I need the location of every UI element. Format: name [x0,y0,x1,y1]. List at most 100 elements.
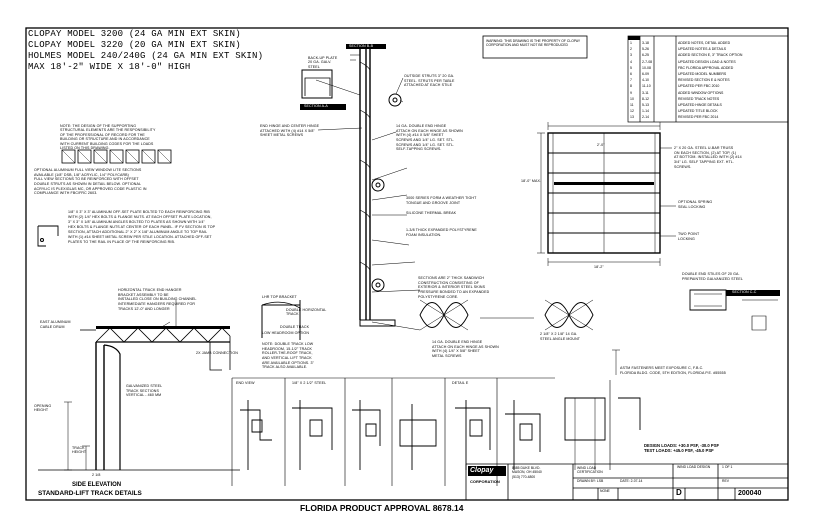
revision-desc: UPDATED DESIGN LOAD & NOTES [678,59,736,64]
strut-note: OUTSIDE STRUTS 3" 20 GA. STEEL. STRUTS P… [404,74,455,88]
backup-plate-detail [301,69,333,99]
horizontal-track-truss [80,327,231,343]
silicone-note: SILICONE THERMAL BREAK [406,211,457,215]
vertical-track-note: GALVANIZED STEEL TRACK SECTIONS VERTICAL… [126,384,163,398]
company-corp: CORPORATION [470,479,500,484]
vertical-lift-note: NOTE: DOUBLE TRACK LOW HEADROOM, 15-1/2"… [262,342,314,370]
revision-rev: 4 [630,59,632,64]
section-a-label: SECTION A-A [304,104,328,108]
end-stile-detail [689,289,778,331]
revision-rev: 12 [630,109,634,114]
revision-desc: REVISED SECTION E & NOTES [678,78,730,83]
window-lite-note: OPTIONAL ALUMINUM FULL VIEW WINDOW LITE … [34,168,147,196]
revision-desc: REVISED TRACK NOTES [678,96,720,101]
end-view-label: END VIEW [236,381,255,385]
company-logo: Clopay [470,467,494,474]
section-a-panel [359,44,371,320]
fastener-exposure-note: ASTM FASTENERS MEET EXPOSURE C, F.B.C. F… [620,366,726,375]
model-line-1: CLOPAY MODEL 3200 (24 GA MIN EXT SKIN) [28,29,241,39]
revision-rev: 7 [630,78,632,83]
section-a-tag [300,104,346,110]
section-c-label: SECTION C-C [732,290,757,294]
track-details-title: STANDARD-LIFT TRACK DETAILS [38,490,142,497]
drawing-description: WIND LOAD CERTIFICATION [577,466,603,475]
vertical-track [95,342,105,470]
revision-date: 10-08 [642,65,651,70]
design-responsibility-note: NOTE: THE DESIGN OF THE SUPPORTING STRUC… [60,124,156,151]
truss-bar-top [96,326,230,329]
revision-date: 8-12 [642,96,650,101]
jamb-detail [240,400,272,470]
drawing-number: 200040 [738,490,762,497]
revision-date: 2-14 [642,115,650,120]
warning-box [482,35,588,59]
model-line-4: MAX 18'-2" WIDE X 18'-0" HIGH [28,62,191,72]
detail-e-label: DETAIL E [452,381,469,385]
design-loads-text: DESIGN LOADS: +30.0 PSF, -30.0 PSF TEST … [644,443,720,454]
lhr-top-bracket-label: LHR TOP BRACKET [262,295,297,299]
revision-table-grid [627,35,789,123]
section-b-label: SECTION B-B [349,44,374,48]
track-height-label: TRACK HEIGHT [72,446,87,455]
u-bar-truss-note: 2" X 20 GA. STEEL U-BAR TRUSS ON EACH SE… [674,146,742,169]
revision-rev: 9 [630,90,632,95]
dim-2-label: 2'-0" [597,143,605,147]
sections-note: SECTIONS ARE 2" THICK SANDWICH CONSTRUCT… [418,276,490,299]
company-address: 8585 DUKE BLVD. MASON, OH 45040 (513) 77… [512,466,542,479]
title-logo-block [468,466,506,476]
jamb-note: 2X JAMB CONNECTION [196,351,238,355]
revision-desc: FBC FLORIDA APPROVAL ADDED [678,65,734,70]
drawing-title: WIND LOAD DESIGN [677,465,711,469]
revision-row: 4 2-7-08 UPDATED DESIGN LOAD & NOTES [628,59,788,65]
revision-date: 3-11 [642,90,649,95]
revision-desc: ADDED SECTION E, 3" TRACK OPTION [678,53,743,58]
spring-seal-note: OPTIONAL SPRING SEAL LOCKING [678,200,713,209]
opening-height-label: OPENING HEIGHT [34,404,52,413]
roller-bottom [371,278,385,292]
offset-plate-note: 1/8" X 3" X 3" ALUMINUM OFF-SET PLATE BO… [68,210,216,245]
revision-desc: UPDATED NOTES & DETAILS [678,47,727,52]
revision-row: 12 1-14 UPDATED TITLE BLOCK [628,108,788,114]
foam-note: 1-3/8 THICK EXPANDED POLYSTYRENE FOAM IN… [406,228,477,237]
revision-desc: UPDATED TITLE BLOCK [678,109,718,114]
hinge-attach-note: 14 GA. DOUBLE END HINGE ATTACH ON EACH H… [432,340,499,359]
track-detail-3 [352,400,381,470]
revision-rev: 3 [630,53,632,58]
revision-rev: 6 [630,72,632,76]
fastener-column-note: 14 GA. DOUBLE END HINGE ATTACH ON EACH H… [396,124,463,152]
weather-tight-note: 3000 SERIES FORM A WEATHER TIGHT TONGUE … [406,196,477,205]
revision-rev: 1 [630,41,632,45]
revision-rev: 8 [630,84,632,89]
angle-mount-note: 2 1/8" X 2 1/8" 14 GA. STEEL ANGLE MOUNT [540,332,581,341]
revision-desc: UPDATED MODEL NUMBERS [678,72,727,76]
revision-date: 4-10 [642,78,650,83]
revision-date: 1-14 [642,109,650,114]
revision-date: 2-7-08 [642,59,653,64]
double-horizontal-label: DOUBLE HORIZONTAL TRACK [286,308,327,317]
revision-date: 6-25 [642,53,650,58]
drawing-sheet-number: 1 OF 1 [722,465,733,469]
revision-date: 5-13 [642,103,650,107]
revision-rev: 11 [630,103,634,107]
roller-top [388,93,402,107]
bottom-steel-label: 1/8" X 2 1/2" STEEL [292,381,327,385]
revision-rev: 10 [630,96,634,101]
track-detail-6 [505,400,541,470]
section-b-tag [346,44,386,49]
low-headroom-label: LOW HEADROOM OPTION [262,331,310,335]
rev-row-highlight [628,36,640,40]
track-detail-5 [455,400,491,470]
florida-approval: FLORIDA PRODUCT APPROVAL 8678.14 [300,503,464,513]
drawing-scale: NONE [600,489,610,493]
model-line-2: CLOPAY MODEL 3220 (20 GA MIN EXT SKIN) [28,40,241,50]
revision-label: REV [722,479,729,483]
hinge-diagram [419,299,594,331]
